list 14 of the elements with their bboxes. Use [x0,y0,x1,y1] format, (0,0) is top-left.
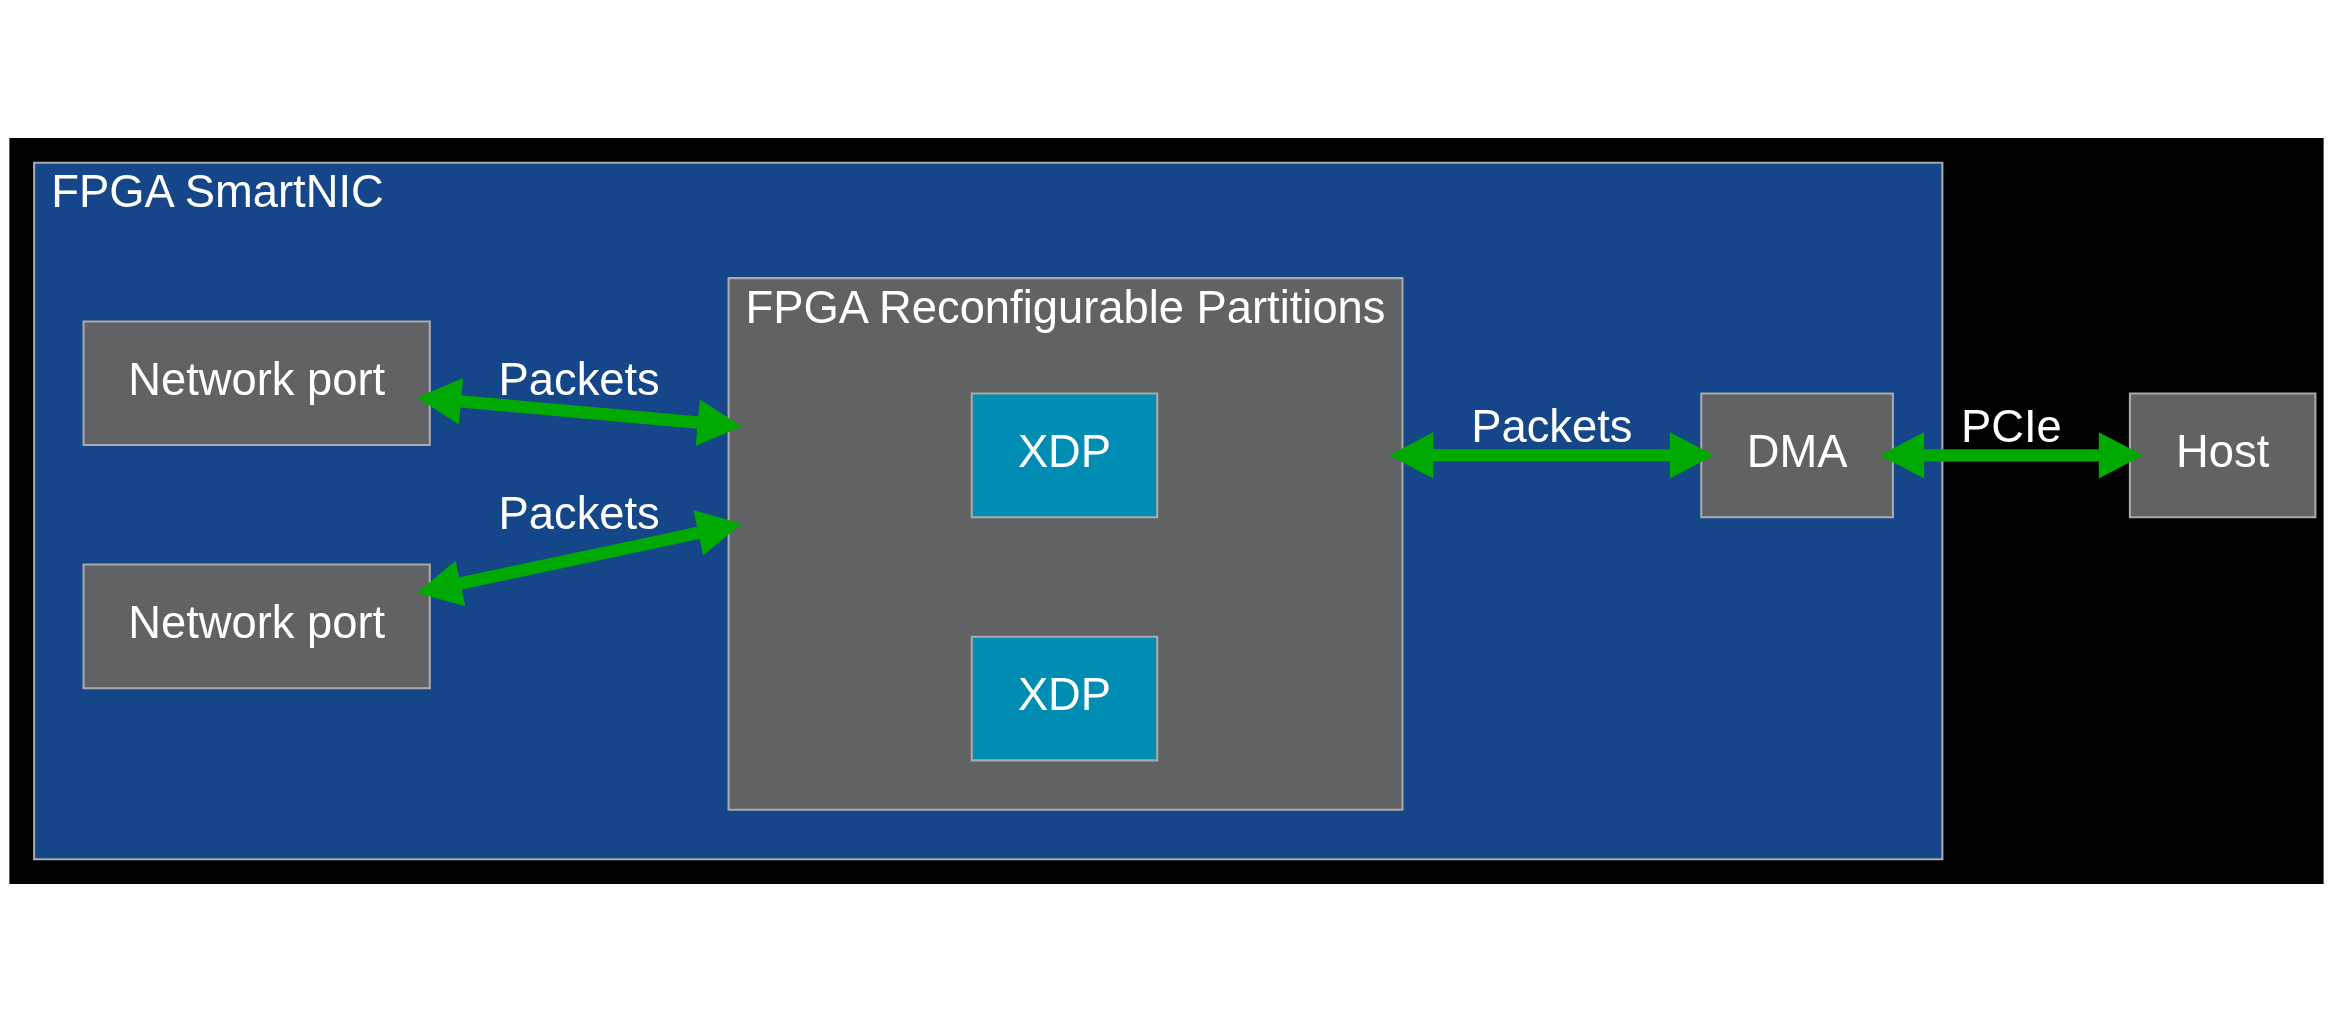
node-box: Network port [82,320,431,447]
arrow [1389,432,1715,479]
node-box: Host [2128,392,2317,519]
edge-label: Packets [1471,401,1633,453]
edge-label: Packets [498,487,660,539]
node-box: DMA [1700,392,1894,519]
arrow [416,378,742,446]
node-box: XDP [970,392,1159,519]
node-box: Network port [82,563,431,690]
edge-label: PCIe [1961,401,2062,453]
arrow [417,510,742,607]
arrow [1879,432,2143,479]
node-box: XDP [970,635,1159,762]
edge-label: Packets [498,353,660,405]
